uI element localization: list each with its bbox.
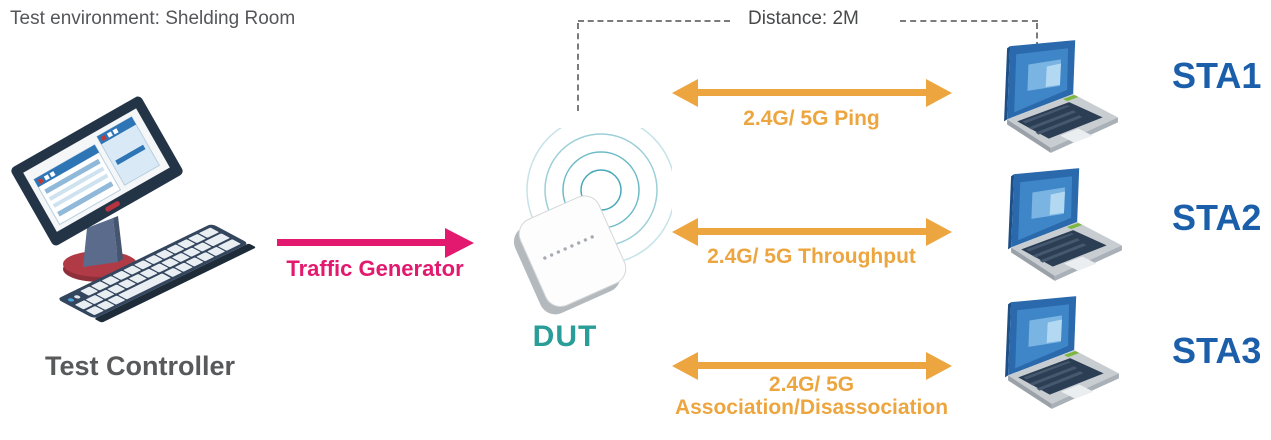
test-controller-label: Test Controller [44, 351, 235, 381]
traffic-generator-arrow [277, 227, 474, 258]
ping-link-label: 2.4G/ 5G Ping [743, 107, 880, 130]
dut-label: DUT [532, 320, 598, 353]
distance-label: Distance: 2M [748, 8, 859, 29]
distance-dash-left [578, 20, 730, 22]
sta2-label: STA2 [1172, 197, 1262, 238]
association-link-arrow [672, 351, 952, 380]
association-link-label-line2: Association/Disassociation [674, 396, 949, 419]
association-link-label: 2.4G/ 5G Association/Disassociation [673, 373, 950, 419]
traffic-generator-label: Traffic Generator [286, 256, 464, 281]
sta1-laptop-icon [1002, 40, 1124, 154]
test-environment-label: Test environment: Shelding Room [10, 8, 296, 29]
desktop-computer-icon [11, 96, 256, 323]
throughput-link-label: 2.4G/ 5G Throughput [707, 245, 916, 268]
distance-dash-right [900, 20, 1038, 22]
distance-dash-drop-right [1036, 23, 1038, 48]
sta3-laptop-icon [1003, 296, 1125, 410]
ping-link-arrow [672, 78, 952, 107]
sta2-laptop-icon [1006, 168, 1128, 282]
distance-dash-drop-left [577, 23, 579, 111]
sta3-label: STA3 [1172, 330, 1262, 371]
throughput-link-arrow [672, 217, 952, 246]
sta1-label: STA1 [1172, 55, 1262, 96]
association-link-label-line1: 2.4G/ 5G [768, 373, 855, 396]
wifi-router-icon [513, 128, 672, 315]
